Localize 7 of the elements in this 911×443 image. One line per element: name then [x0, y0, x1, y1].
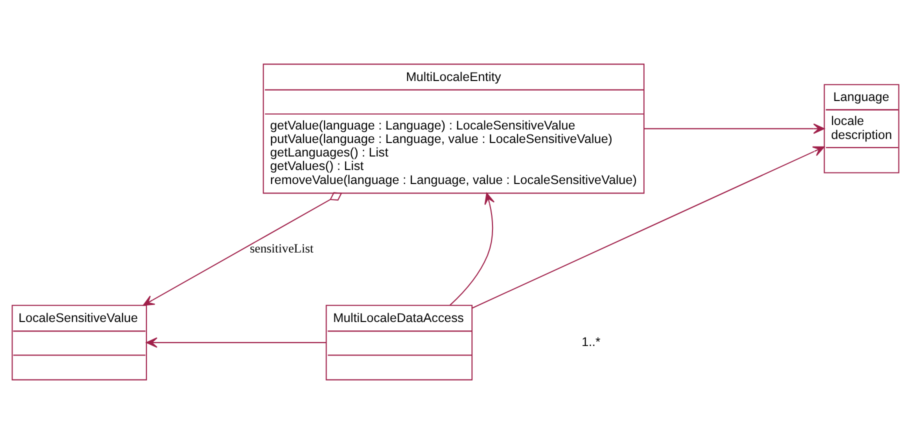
edge-label: sensitiveList — [250, 241, 314, 256]
label: 1..* — [582, 334, 600, 348]
arrow — [450, 192, 495, 306]
arrow — [644, 122, 825, 134]
arrow — [472, 146, 825, 308]
arrow — [142, 192, 342, 306]
arrow — [146, 336, 326, 348]
